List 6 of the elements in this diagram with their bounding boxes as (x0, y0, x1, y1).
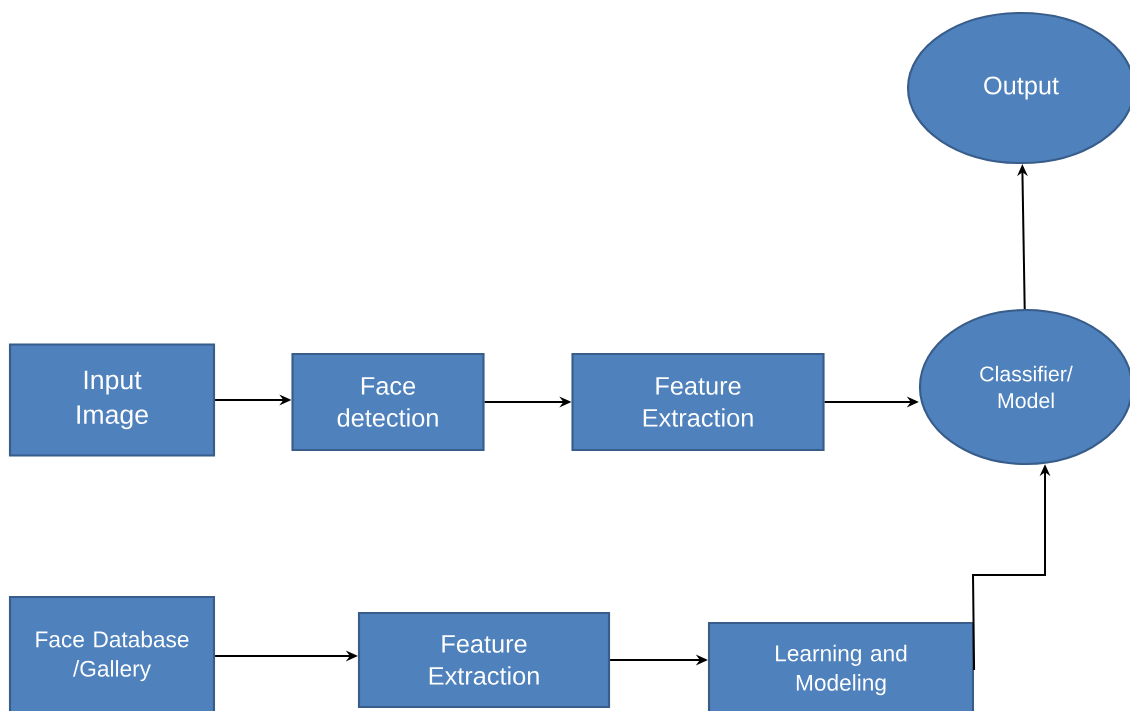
process-box: Input Image (8, 343, 216, 457)
process-box: Face Database /Gallery (8, 595, 216, 711)
process-box: Face detection (291, 352, 485, 452)
process-box: Feature Extraction (571, 352, 825, 452)
process-box: Feature Extraction (357, 611, 611, 709)
process-box: Learning and Modeling (707, 621, 975, 711)
